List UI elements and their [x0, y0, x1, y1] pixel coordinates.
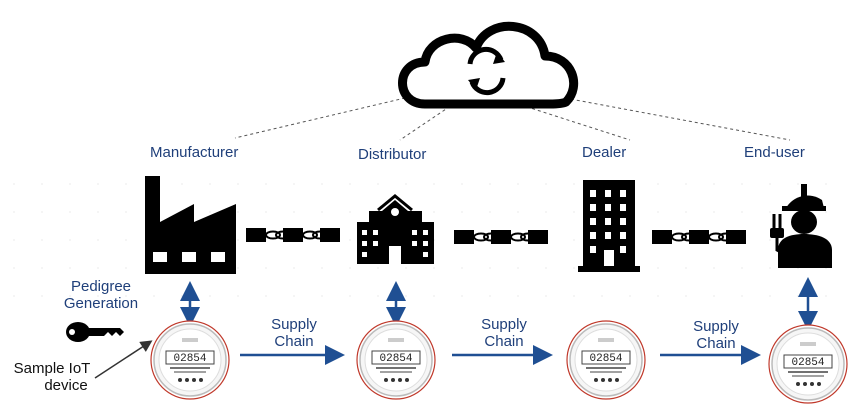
cloud-connection-lines [234, 97, 791, 141]
pedigree-line2: Generation [63, 295, 139, 312]
sync-icon [467, 46, 506, 96]
stage-label-manufacturer: Manufacturer [150, 144, 239, 161]
supply-chain-line2: Chain [484, 333, 524, 350]
key-icon [66, 322, 124, 342]
meter-reading: 02854 [379, 353, 412, 365]
chain-icon [245, 227, 340, 243]
school-building-icon [357, 194, 434, 264]
iot-device-label: Sample IoT device [2, 360, 102, 394]
smart-meter-icon: 02854 [768, 324, 848, 404]
meter-reading: 02854 [791, 357, 824, 369]
factory-icon [145, 176, 236, 274]
smart-meter-icon: 02854 [150, 320, 230, 400]
office-building-icon [578, 180, 640, 272]
supply-chain-line2: Chain [696, 335, 736, 352]
iot-line1: Sample IoT [13, 360, 91, 377]
supply-chain-label: Supply Chain [254, 316, 334, 350]
stage-label-end-user: End-user [744, 144, 805, 161]
iot-pointer-arrow [94, 340, 153, 379]
smart-meter-icon: 02854 [356, 320, 436, 400]
pedigree-generation-label: Pedigree Generation [56, 278, 146, 312]
supply-chain-line1: Supply [271, 316, 317, 333]
meter-reading: 02854 [173, 353, 206, 365]
supply-chain-label: Supply Chain [464, 316, 544, 350]
smart-meter-icon: 02854 [566, 320, 646, 400]
cloud-icon [398, 21, 579, 109]
chain-icon [651, 229, 746, 245]
worker-icon [770, 184, 832, 268]
pedigree-line1: Pedigree [70, 278, 132, 295]
supply-chain-label: Supply Chain [676, 318, 756, 352]
iot-line2: device [44, 377, 88, 394]
supply-chain-line1: Supply [693, 318, 739, 335]
supply-chain-line2: Chain [274, 333, 314, 350]
stage-label-distributor: Distributor [358, 146, 427, 163]
vertical-arrows [180, 277, 818, 331]
meter-reading: 02854 [589, 353, 622, 365]
supply-chain-line1: Supply [481, 316, 527, 333]
stage-label-dealer: Dealer [582, 144, 627, 161]
chain-icon [453, 229, 548, 245]
